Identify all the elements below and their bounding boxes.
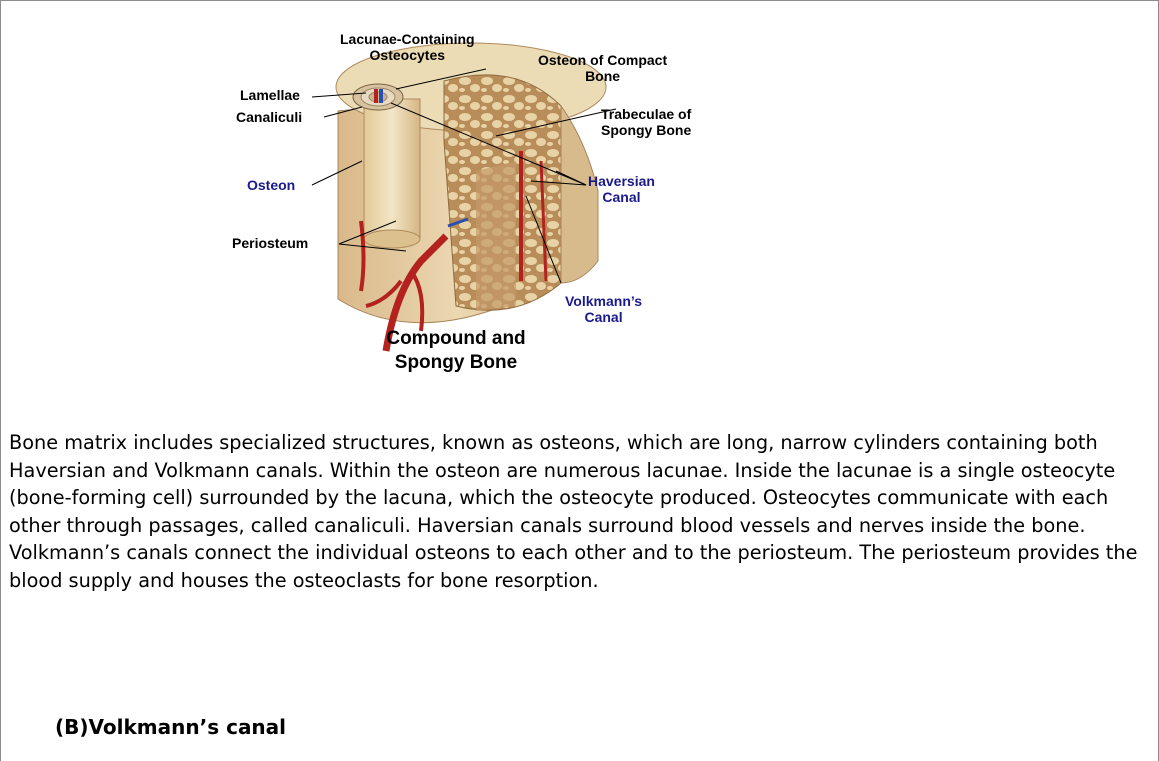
label-haversian-text: Haversian Canal (588, 173, 655, 205)
label-volkmann: Volkmann’s Canal (565, 293, 642, 325)
label-canaliculi: Canaliculi (236, 109, 302, 125)
label-canaliculi-text: Canaliculi (236, 109, 302, 125)
label-lamellae: Lamellae (240, 87, 300, 103)
label-osteon-compact-text: Osteon of Compact Bone (538, 52, 667, 84)
label-periosteum-text: Periosteum (232, 235, 308, 251)
figure-caption: Compound and Spongy Bone (371, 327, 541, 375)
label-haversian: Haversian Canal (588, 173, 655, 205)
label-trabeculae-text: Trabeculae of Spongy Bone (601, 106, 691, 138)
label-trabeculae: Trabeculae of Spongy Bone (601, 106, 691, 138)
label-osteon: Osteon (247, 177, 295, 193)
label-osteon-compact: Osteon of Compact Bone (538, 52, 667, 84)
label-volkmann-text: Volkmann’s Canal (565, 293, 642, 325)
label-lacunae-text: Lacunae-Containing Osteocytes (340, 31, 475, 63)
label-lamellae-text: Lamellae (240, 87, 300, 103)
label-lacunae: Lacunae-Containing Osteocytes (340, 31, 475, 63)
label-osteon-text: Osteon (247, 177, 295, 193)
bone-diagram: Lacunae-Containing Osteocytes Osteon of … (216, 21, 736, 383)
explanation-paragraph: Bone matrix includes specialized structu… (9, 429, 1149, 594)
figure-caption-text: Compound and Spongy Bone (386, 328, 525, 373)
label-periosteum: Periosteum (232, 235, 308, 251)
answer-text: (B)Volkmann’s canal (55, 715, 286, 739)
